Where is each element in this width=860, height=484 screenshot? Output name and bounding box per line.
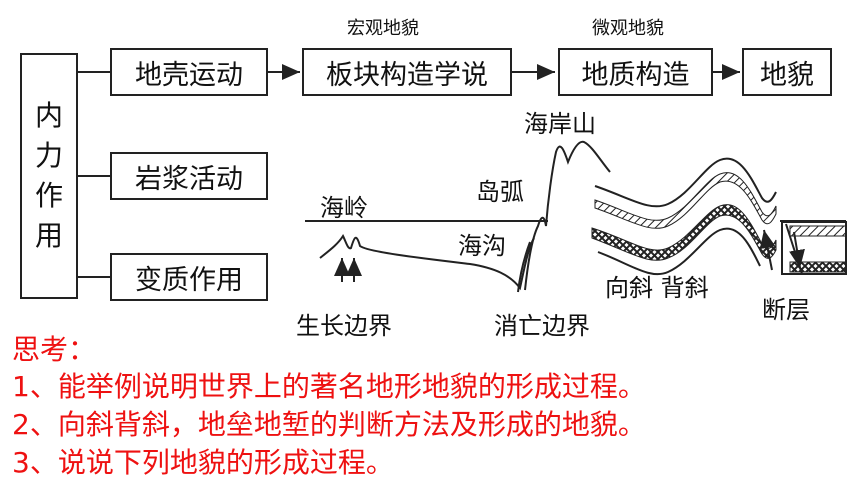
internal-force-char: 用 [34, 219, 63, 252]
subducting-plate [517, 241, 531, 293]
fold-top-line [594, 157, 777, 208]
syncline-anticline-label: 向斜 背斜 [605, 274, 709, 302]
ocean-floor-profile [319, 233, 535, 291]
internal-force-char: 内 [34, 99, 63, 132]
internal-force-char: 作 [34, 179, 63, 212]
ridge-label: 海岭 [320, 194, 368, 222]
fault-label: 断层 [762, 296, 810, 324]
internal-force-char: 力 [34, 139, 63, 172]
fault-block-hatch [789, 225, 847, 237]
fault-arrow-up [759, 229, 776, 271]
micro-landform-caption: 微观地貌 [592, 18, 664, 39]
island-arc-label: 岛弧 [476, 178, 524, 206]
growing-boundary-label: 生长边界 [296, 312, 392, 340]
metamorphism-box: 变质作用 [110, 253, 268, 301]
internal-force-box: 内 力 作 用 [20, 53, 78, 299]
plate-tectonics-box: 板块构造学说 [302, 48, 512, 96]
subduction-boundary-label: 消亡边界 [494, 312, 590, 340]
fault-arrow-down [789, 231, 805, 269]
landform-box: 地貌 [742, 48, 832, 96]
think-heading: 思考： [12, 333, 97, 366]
macro-landform-caption: 宏观地貌 [347, 18, 419, 39]
crust-movement-box: 地壳运动 [110, 48, 268, 96]
trench-label: 海沟 [458, 232, 506, 260]
geo-structure-box: 地质构造 [558, 48, 713, 96]
question-3: 3、说说下列地貌的形成过程。 [12, 446, 394, 479]
fault-block-outline [781, 221, 847, 275]
question-1: 1、能举例说明世界上的著名地形地貌的形成过程。 [12, 370, 646, 403]
question-2: 2、向斜背斜，地垒地堑的判断方法及形成的地貌。 [12, 408, 646, 441]
magma-activity-box: 岩浆活动 [110, 152, 268, 200]
crosshatch-layer [591, 204, 777, 261]
hatched-layer [594, 172, 777, 229]
fold-lower-line [597, 227, 761, 276]
coastal-mountains-label: 海岸山 [524, 110, 596, 138]
island-arc-profile [524, 140, 611, 291]
ridge-arrows [334, 258, 362, 282]
connector-lines [77, 71, 110, 278]
